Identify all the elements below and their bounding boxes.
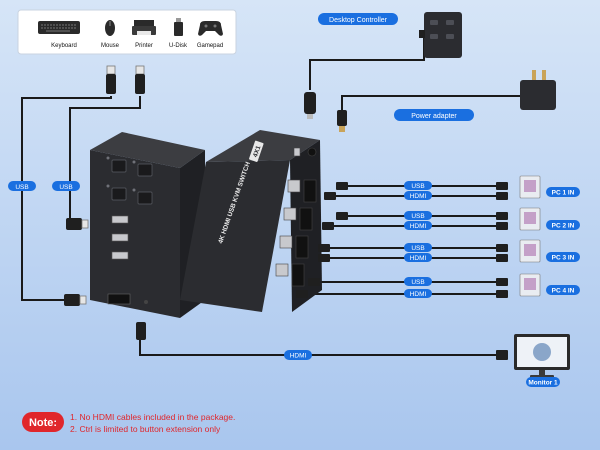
controller-box — [424, 12, 462, 58]
keyboard-icon — [38, 21, 80, 34]
usb-plug-2 — [135, 65, 145, 94]
usb-plug-front — [66, 218, 89, 230]
power-label: Power adapter — [411, 113, 457, 120]
hdmi-plug-monitor — [496, 350, 508, 360]
usb-plug-1 — [106, 65, 116, 94]
monitor: Monitor 1 — [514, 334, 570, 387]
power-plug — [337, 110, 347, 132]
note-line-1: 1. No HDMI cables included in the packag… — [70, 412, 235, 422]
pc2-hdmi-label: HDMI — [410, 223, 427, 230]
gamepad-icon — [198, 21, 223, 36]
switch-badge: 4X1 — [252, 145, 263, 159]
usb-plug-side — [64, 294, 87, 306]
usb-drive-icon — [174, 18, 183, 36]
pc1-hdmi-label: HDMI — [410, 193, 427, 200]
device-label-udisk: U-Disk — [169, 43, 188, 49]
device-label-keyboard: Keyboard — [51, 43, 77, 49]
pc2-usb-label: USB — [411, 213, 424, 220]
printer-icon — [132, 20, 156, 35]
note-block: Note: 1. No HDMI cables included in the … — [22, 412, 235, 434]
usb-cable-left-outer — [21, 96, 112, 301]
pc4-usb-label: USB — [411, 279, 424, 286]
power-cable — [341, 95, 522, 110]
usb-cable-left-inner — [69, 96, 141, 224]
svg-text:USB: USB — [15, 184, 28, 191]
pc2-label: PC 2 IN — [552, 223, 575, 230]
pc1-usb-label: USB — [411, 183, 424, 190]
device-label-gamepad: Gamepad — [197, 43, 223, 49]
pc3-usb-label: USB — [411, 245, 424, 252]
kvm-switch-back: 4K HDMI USB KVM SWITCH 4X1 — [180, 130, 322, 312]
controller-plug — [304, 92, 316, 119]
pc4-label: PC 4 IN — [552, 288, 575, 295]
pc-2: PC 2 IN — [519, 207, 580, 231]
controller-cable — [309, 34, 425, 90]
power-adapter: Power adapter — [394, 70, 556, 121]
hdmi-plug-front — [136, 322, 146, 340]
note-line-2: 2. Ctrl is limited to button extension o… — [70, 424, 221, 434]
usb-label-left-outer: USB — [8, 181, 36, 191]
note-tag-text: Note: — [29, 417, 57, 429]
controller-label: Desktop Controller — [329, 17, 388, 24]
note-tag — [22, 412, 64, 432]
pc-connections: USB HDMI USB HDMI USB HDMI USB HDMI HDMI… — [284, 175, 580, 360]
peripherals-panel: Keyboard Mouse Printer U-Disk Gamepad — [17, 9, 237, 55]
usb-label-left-inner: USB — [52, 181, 80, 191]
svg-text:USB: USB — [59, 184, 72, 191]
pc3-hdmi-label: HDMI — [410, 255, 427, 262]
pc-1: PC 1 IN — [519, 175, 580, 199]
monitor-hdmi-label: HDMI — [290, 353, 307, 360]
pc-4: PC 4 IN — [519, 273, 580, 297]
desktop-controller: Desktop Controller — [318, 12, 462, 58]
pc-3: PC 3 IN — [519, 239, 580, 263]
mouse-icon — [105, 20, 115, 36]
pc3-label: PC 3 IN — [552, 255, 575, 262]
monitor-label: Monitor 1 — [528, 380, 558, 387]
device-label-printer: Printer — [135, 43, 153, 49]
pc4-hdmi-label: HDMI — [410, 291, 427, 298]
device-label-mouse: Mouse — [101, 43, 120, 49]
pc1-label: PC 1 IN — [552, 190, 575, 197]
monitor-hdmi-cable — [139, 322, 500, 356]
